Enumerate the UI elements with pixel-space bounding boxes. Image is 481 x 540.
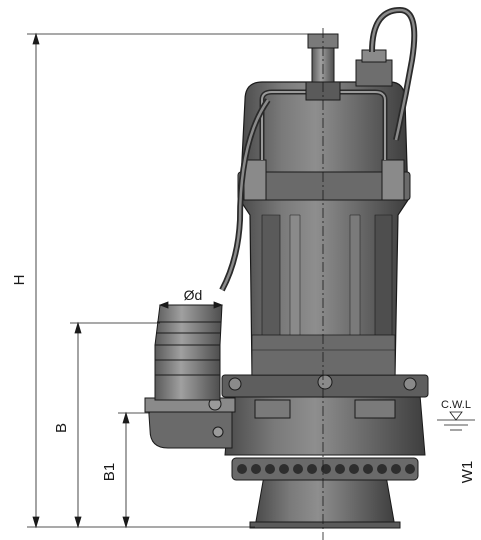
motor-housing bbox=[239, 81, 409, 376]
casing-bolt bbox=[403, 377, 417, 391]
casing-bolt bbox=[228, 377, 242, 391]
label-width-w1: W1 bbox=[459, 461, 476, 484]
casing-bolt-lug bbox=[354, 399, 396, 419]
motor-lower-taper bbox=[251, 334, 396, 376]
cable-entry bbox=[355, 59, 393, 87]
strainer-holes bbox=[237, 464, 415, 474]
casing-bolt bbox=[317, 374, 333, 390]
motor-collar-lug-left bbox=[243, 159, 267, 201]
pump-body bbox=[144, 33, 429, 529]
motor-collar bbox=[237, 171, 411, 201]
discharge-bolt bbox=[212, 426, 224, 438]
motor-collar-lug-right bbox=[381, 159, 405, 201]
casing-bolt-lug bbox=[254, 399, 291, 419]
dimension-lines bbox=[27, 32, 475, 529]
label-inlet-height: B1 bbox=[101, 463, 118, 481]
discharge-pipe-lower bbox=[154, 344, 221, 401]
label-water-level: C.W.L bbox=[441, 399, 471, 411]
label-discharge-height: B bbox=[53, 423, 70, 433]
discharge-hose-tail bbox=[154, 304, 223, 346]
label-height: H bbox=[11, 275, 28, 286]
label-discharge-diameter: Ød bbox=[184, 287, 203, 303]
pump-base-foot bbox=[249, 521, 401, 529]
